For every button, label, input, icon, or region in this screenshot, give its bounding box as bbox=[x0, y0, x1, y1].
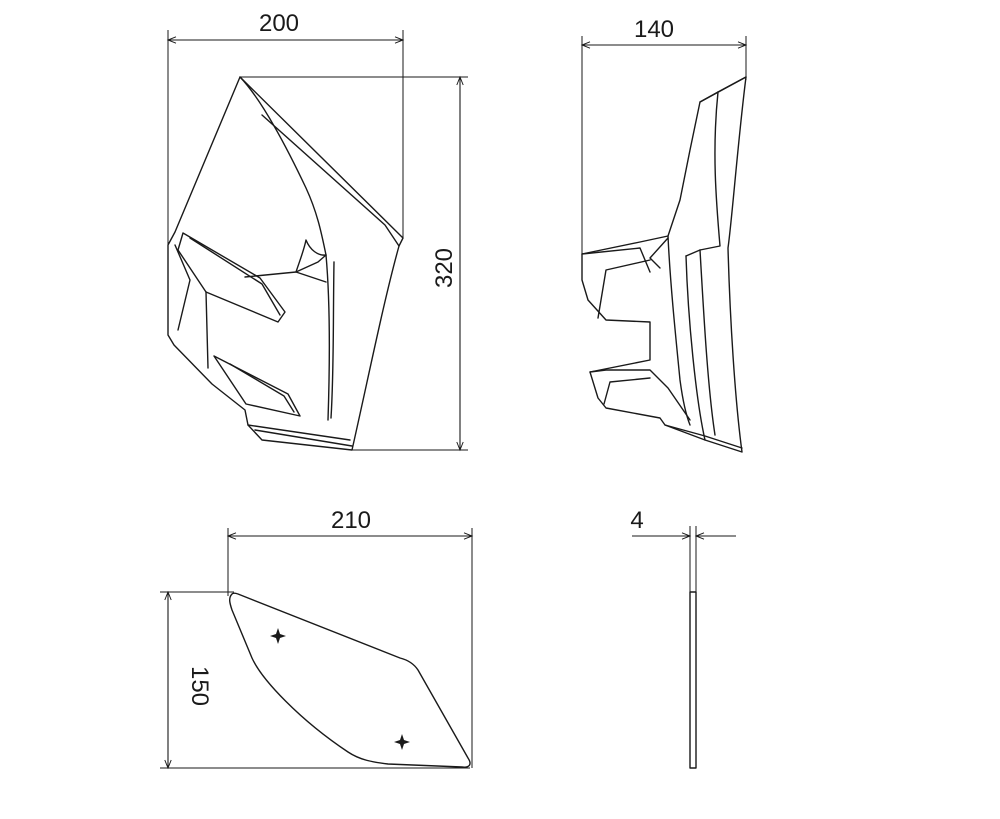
fairing-front-outline bbox=[167, 76, 404, 451]
side-view: 140 bbox=[580, 16, 748, 453]
fairing-side-outline bbox=[581, 76, 747, 453]
mounting-hole-icon bbox=[270, 628, 286, 644]
front-height-label: 320 bbox=[431, 248, 458, 288]
plate-outline bbox=[229, 592, 471, 768]
thickness-view: 4 bbox=[630, 507, 736, 769]
plate-edge-profile bbox=[689, 591, 697, 769]
plate-width-label: 210 bbox=[331, 507, 371, 534]
thickness-label: 4 bbox=[630, 507, 643, 534]
front-width-label: 200 bbox=[259, 10, 299, 37]
plate-view: 210 150 bbox=[160, 507, 474, 770]
front-view: 200 320 bbox=[166, 10, 468, 452]
mounting-hole-icon bbox=[394, 734, 410, 750]
plate-height-label: 150 bbox=[186, 666, 213, 706]
side-width-label: 140 bbox=[634, 16, 674, 43]
